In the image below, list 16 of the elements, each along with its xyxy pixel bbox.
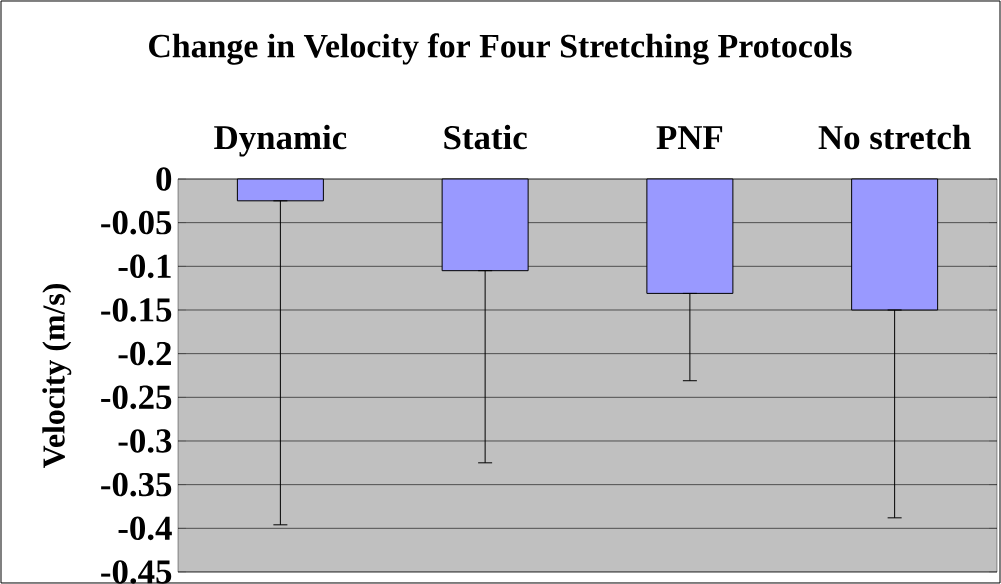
x-tick-label: No stretch — [818, 124, 971, 150]
y-axis-title: Velocity (m/s) — [42, 284, 72, 468]
y-tick-label: -0.1 — [118, 254, 171, 279]
y-tick-label: -0.35 — [101, 472, 172, 497]
x-tick-label: PNF — [656, 126, 723, 149]
y-tick-label: -0.25 — [101, 385, 172, 410]
chart-title: Change in Velocity for Four Stretching Protocols — [149, 33, 852, 65]
y-tick-label: -0.2 — [118, 341, 171, 366]
y-tick-label: 0 — [156, 167, 172, 191]
x-tick-label: Static — [444, 124, 527, 150]
y-tick-label: -0.45 — [101, 560, 172, 584]
y-tick-label: -0.3 — [118, 429, 172, 453]
y-tick-label: -0.05 — [101, 210, 172, 235]
x-tick-label: Dynamic — [214, 124, 347, 157]
y-tick-label: -0.15 — [101, 298, 172, 322]
y-tick-label: -0.4 — [118, 516, 172, 541]
